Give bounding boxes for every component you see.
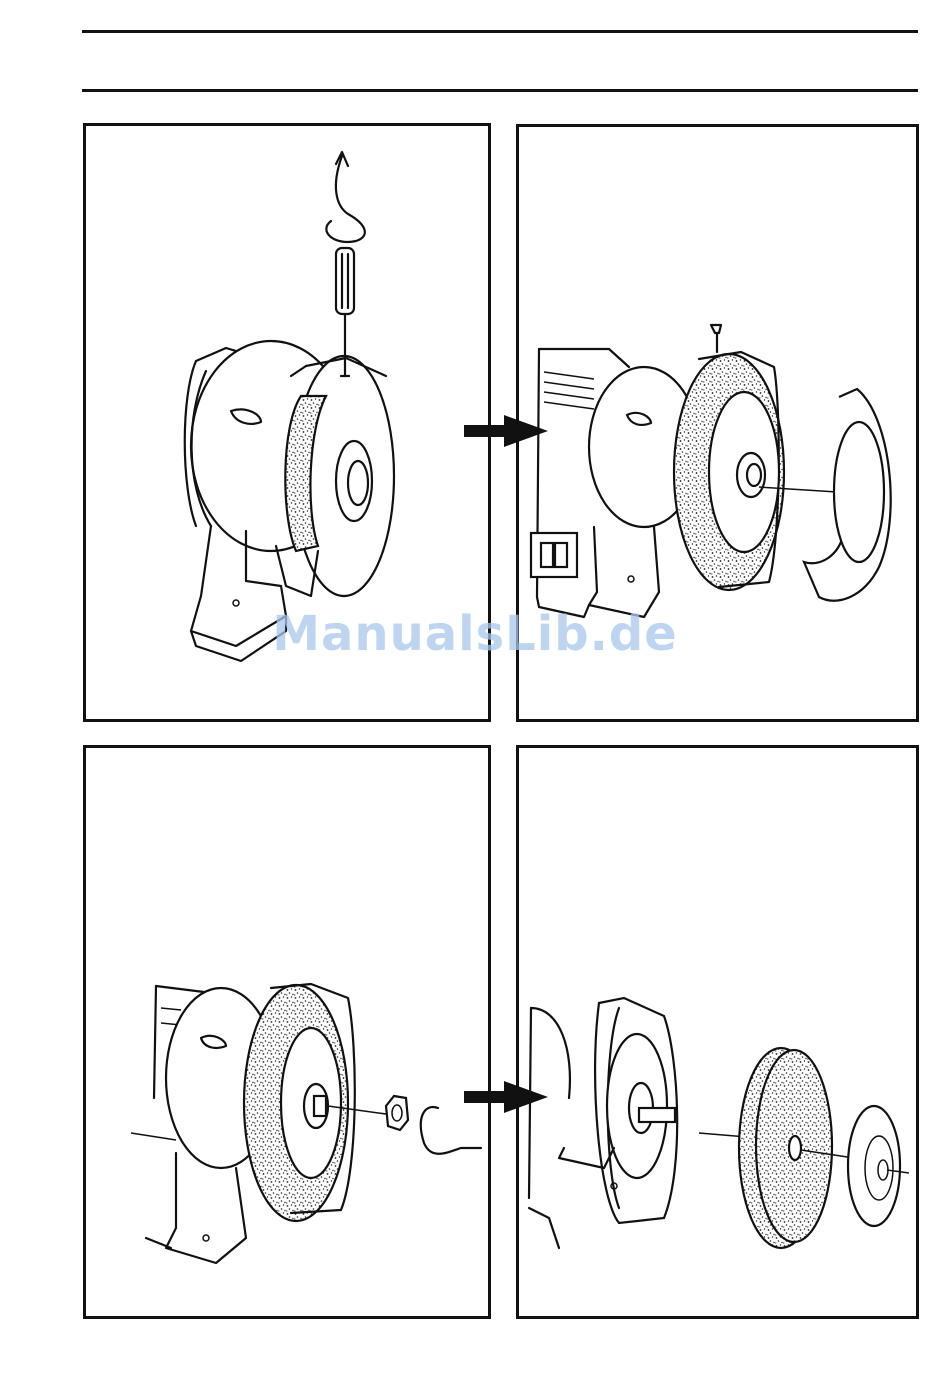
guard-cover-icon <box>519 127 916 719</box>
figure-remove-wheel <box>516 745 919 1319</box>
step-arrow-1 <box>462 411 552 451</box>
right-arrow-icon <box>464 1081 548 1113</box>
figure-remove-screw <box>83 123 491 722</box>
figure-loosen-nut <box>83 745 491 1319</box>
right-arrow-icon <box>464 415 548 447</box>
header-rule-top <box>82 30 918 33</box>
step-arrow-2 <box>462 1077 552 1117</box>
nut-icon <box>86 748 488 1316</box>
screwdriver-icon <box>86 126 488 719</box>
grinding-wheel-icon <box>519 748 916 1316</box>
figure-remove-cover <box>516 124 919 722</box>
header-rule-bottom <box>82 89 918 92</box>
